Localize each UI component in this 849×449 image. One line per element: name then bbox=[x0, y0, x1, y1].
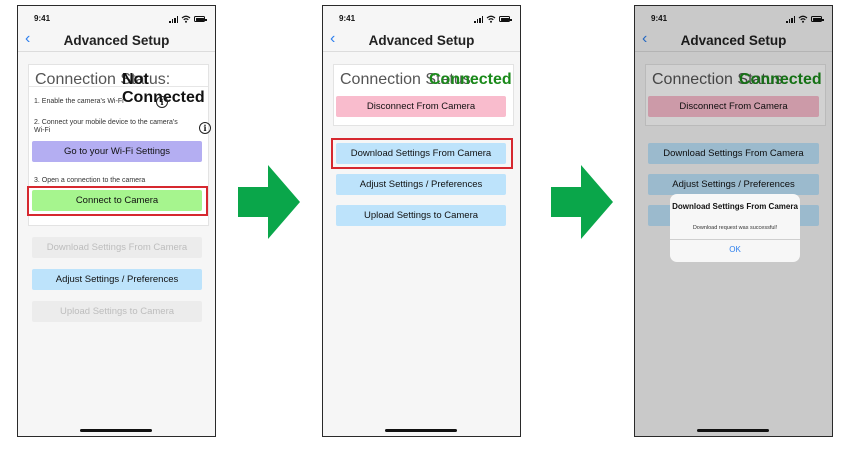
step-1-text: 1. Enable the camera's Wi-Fi bbox=[34, 98, 124, 105]
signal-icon bbox=[169, 15, 178, 23]
battery-icon bbox=[499, 16, 512, 22]
step-2-text: 2. Connect your mobile device to the cam… bbox=[34, 119, 178, 134]
highlight-box bbox=[27, 186, 208, 216]
home-indicator[interactable] bbox=[80, 429, 152, 432]
status-label: Connection Status: bbox=[35, 71, 171, 88]
page-title: Advanced Setup bbox=[680, 33, 787, 48]
alert-title: Download Settings From Camera bbox=[672, 202, 798, 211]
phone-screen-step-2: 9:41 ‹ Advanced Setup Connection Status:… bbox=[322, 5, 521, 437]
disconnect-from-camera-button[interactable]: Disconnect From Camera bbox=[648, 96, 819, 117]
status-bar: 9:41 bbox=[635, 14, 832, 26]
arrow-right-icon bbox=[238, 165, 300, 239]
adjust-settings-button[interactable]: Adjust Settings / Preferences bbox=[648, 174, 819, 195]
wifi-icon bbox=[486, 15, 496, 23]
arrow-right-icon bbox=[551, 165, 613, 239]
upload-settings-button-disabled[interactable]: Upload Settings to Camera bbox=[32, 301, 202, 322]
alert-divider bbox=[670, 239, 800, 240]
wifi-icon bbox=[181, 15, 191, 23]
alert-ok-button[interactable]: OK bbox=[729, 245, 741, 254]
disconnect-from-camera-button[interactable]: Disconnect From Camera bbox=[336, 96, 506, 117]
alert-message: Download request was successful! bbox=[692, 225, 778, 231]
back-chevron-icon[interactable]: ‹ bbox=[642, 30, 648, 47]
download-settings-button[interactable]: Download Settings From Camera bbox=[336, 143, 506, 164]
back-chevron-icon[interactable]: ‹ bbox=[330, 30, 336, 47]
info-icon[interactable]: i bbox=[156, 96, 168, 108]
status-bar: 9:41 bbox=[18, 14, 215, 26]
divider bbox=[29, 86, 208, 87]
signal-icon bbox=[786, 15, 795, 23]
phone-screen-step-1: 9:41 ‹ Advanced Setup Connection Status:… bbox=[17, 5, 216, 437]
step-3-text: 3. Open a connection to the camera bbox=[34, 177, 146, 184]
status-time: 9:41 bbox=[651, 14, 668, 23]
highlight-box bbox=[331, 138, 513, 169]
page-title: Advanced Setup bbox=[368, 33, 475, 48]
signal-icon bbox=[474, 15, 483, 23]
nav-bar: ‹ Advanced Setup bbox=[323, 30, 520, 52]
battery-icon bbox=[194, 16, 207, 22]
back-chevron-icon[interactable]: ‹ bbox=[25, 30, 31, 47]
status-time: 9:41 bbox=[34, 14, 51, 23]
adjust-settings-button[interactable]: Adjust Settings / Preferences bbox=[336, 174, 506, 195]
status-value-connected: Connected bbox=[429, 71, 512, 88]
connect-to-camera-button[interactable]: Connect to Camera bbox=[32, 190, 202, 211]
info-icon[interactable]: i bbox=[199, 122, 211, 134]
battery-icon bbox=[811, 16, 824, 22]
phone-screen-step-3: 9:41 ‹ Advanced Setup Connection Status:… bbox=[634, 5, 833, 437]
status-bar: 9:41 bbox=[323, 14, 520, 26]
status-time: 9:41 bbox=[339, 14, 356, 23]
status-label: Connection Status: bbox=[340, 71, 476, 88]
download-settings-button-disabled[interactable]: Download Settings From Camera bbox=[32, 237, 202, 258]
nav-bar: ‹ Advanced Setup bbox=[18, 30, 215, 52]
page-title: Advanced Setup bbox=[63, 33, 170, 48]
upload-settings-button[interactable]: Upload Settings to Camera bbox=[336, 205, 506, 226]
home-indicator[interactable] bbox=[697, 429, 769, 432]
status-value-connected: Connected bbox=[739, 71, 822, 88]
status-label: Connection Status: bbox=[652, 71, 788, 88]
nav-bar: ‹ Advanced Setup bbox=[635, 30, 832, 52]
download-settings-button[interactable]: Download Settings From Camera bbox=[648, 143, 819, 164]
home-indicator[interactable] bbox=[385, 429, 457, 432]
adjust-settings-button[interactable]: Adjust Settings / Preferences bbox=[32, 269, 202, 290]
wifi-icon bbox=[798, 15, 808, 23]
wifi-settings-button[interactable]: Go to your Wi-Fi Settings bbox=[32, 141, 202, 162]
alert-dialog: Download Settings From Camera Download r… bbox=[670, 194, 800, 262]
